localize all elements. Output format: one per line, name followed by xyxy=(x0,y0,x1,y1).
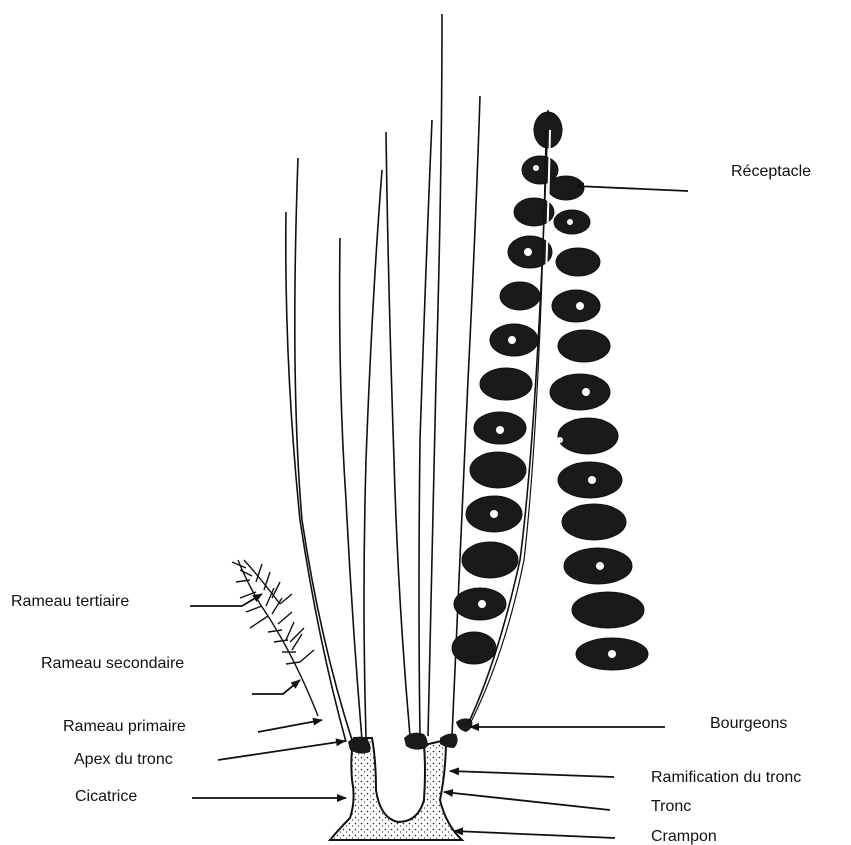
arrow-crampon xyxy=(454,831,615,838)
label-cicatrice: Cicatrice xyxy=(75,789,137,805)
lateral-branches xyxy=(232,560,318,716)
label-rameau-secondaire: Rameau secondaire xyxy=(41,656,184,672)
label-rameau-tertiaire: Rameau tertiaire xyxy=(11,594,129,610)
label-bourgeons: Bourgeons xyxy=(710,716,787,732)
arrow-receptacle xyxy=(575,186,688,191)
label-ramification-du-tronc: Ramification du tronc xyxy=(651,770,801,786)
label-tronc: Tronc xyxy=(651,799,691,815)
label-crampon: Crampon xyxy=(651,829,717,845)
arrow-tronc xyxy=(444,792,610,810)
label-receptacle: Réceptacle xyxy=(731,164,811,180)
label-rameau-primaire: Rameau primaire xyxy=(63,719,186,735)
receptacle-foliage xyxy=(452,112,648,670)
arrow-ramification xyxy=(450,771,614,777)
arrow-apex-du-tronc xyxy=(218,741,345,760)
arrow-rameau-tertiaire xyxy=(190,594,262,606)
arrow-rameau-secondaire xyxy=(252,680,300,694)
holdfast xyxy=(330,738,462,840)
label-apex-du-tronc: Apex du tronc xyxy=(74,752,173,768)
arrow-rameau-primaire xyxy=(258,720,322,732)
